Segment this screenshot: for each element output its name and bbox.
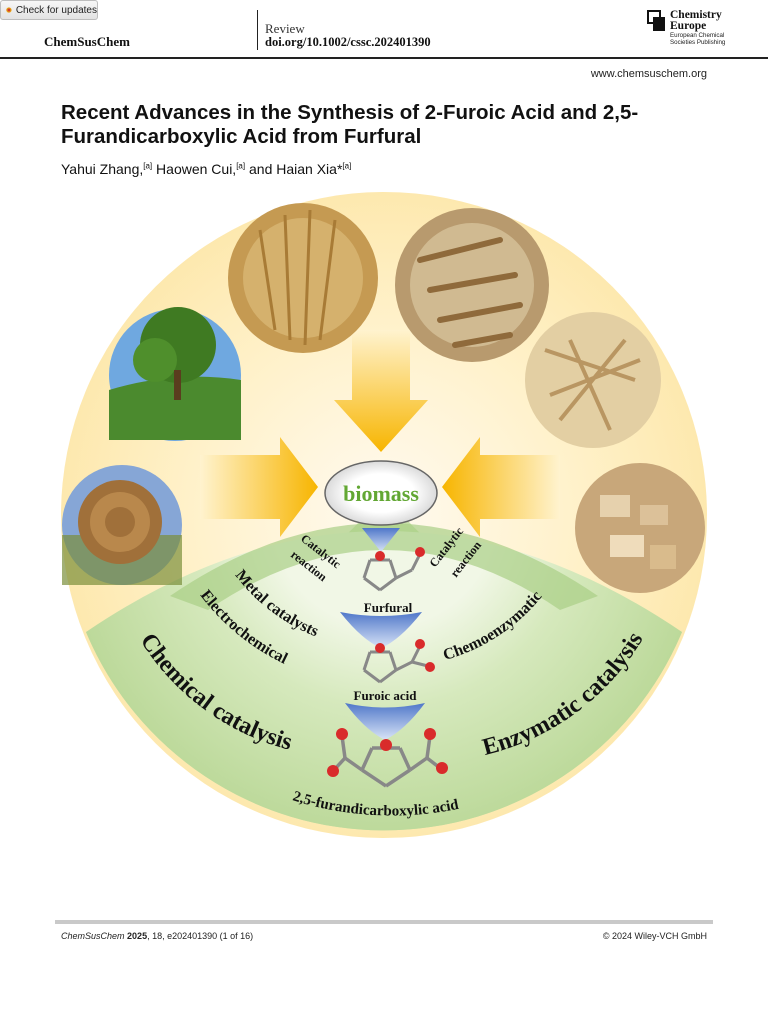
middle-band xyxy=(170,523,598,610)
publisher-name-line: Europe xyxy=(670,20,707,32)
oxygen-atom-icon xyxy=(424,728,436,740)
biomass-label: biomass xyxy=(343,481,419,506)
citation-journal: ChemSusChem xyxy=(61,931,125,941)
funnel-3-icon xyxy=(345,703,425,740)
oxygen-atom-icon xyxy=(375,551,385,561)
haybale-photo-icon xyxy=(62,465,182,585)
header-rule xyxy=(0,57,768,59)
publisher-name: Chemistry Europe xyxy=(670,9,740,32)
funnel-1-icon xyxy=(362,528,400,552)
update-badge-label: Check for updates xyxy=(15,4,97,16)
chemistry-europe-logo-icon xyxy=(647,10,665,31)
publisher-sub-line: Societies Publishing xyxy=(670,39,726,46)
author-affiliation: [a] xyxy=(342,161,352,171)
author-name: and Haian Xia* xyxy=(245,161,343,177)
publisher-subtitle: European Chemical Societies Publishing xyxy=(670,32,740,46)
oxygen-atom-icon xyxy=(425,662,435,672)
oxygen-atom-icon xyxy=(436,762,448,774)
straw-photo-icon xyxy=(525,312,661,448)
biomass-ellipse xyxy=(324,460,438,526)
doi-link[interactable]: doi.org/10.1002/cssc.202401390 xyxy=(265,35,431,49)
author-name: Haowen Cui, xyxy=(152,161,237,177)
footer-rule xyxy=(55,920,713,924)
citation-year: 2025 xyxy=(127,931,148,941)
author-affiliation: [a] xyxy=(236,161,246,171)
oxygen-atom-icon xyxy=(380,739,392,751)
arrow-right-icon xyxy=(442,437,560,537)
wheat-photo-icon xyxy=(228,203,378,353)
article-type: Review xyxy=(265,21,305,36)
citation-details: , 18, e202401390 (1 of 16) xyxy=(147,931,254,941)
oxygen-atom-icon xyxy=(415,639,425,649)
article-title: Recent Advances in the Synthesis of 2-Fu… xyxy=(61,101,639,148)
furfural-molecule-icon xyxy=(362,553,422,592)
woodchip-photo-icon xyxy=(575,463,705,593)
furfural-label: Furfural xyxy=(364,600,413,615)
arrow-down-icon xyxy=(334,330,428,452)
corncob-photo-icon xyxy=(395,208,549,362)
oxygen-atom-icon xyxy=(327,765,339,777)
funnel-2-icon xyxy=(340,612,422,648)
check-for-updates-button[interactable]: Check for updates xyxy=(0,0,98,20)
author-affiliation: [a] xyxy=(143,161,153,171)
author-list: Yahui Zhang,[a] Haowen Cui,[a] and Haian… xyxy=(61,161,351,177)
tree-photo-icon xyxy=(109,307,241,441)
publisher-name-line: Chemistry xyxy=(670,9,722,21)
update-icon xyxy=(6,7,12,13)
header-divider xyxy=(257,10,258,50)
oxygen-atom-icon xyxy=(336,728,348,740)
footer-copyright: © 2024 Wiley-VCH GmbH xyxy=(602,931,707,941)
author-name: Yahui Zhang, xyxy=(61,161,144,177)
arrow-left-icon xyxy=(200,437,318,537)
journal-name: ChemSusChem xyxy=(44,34,130,49)
publisher-sub-line: European Chemical xyxy=(670,32,725,39)
oxygen-atom-icon xyxy=(375,643,385,653)
website-link[interactable]: www.chemsuschem.org xyxy=(590,68,707,80)
oxygen-atom-icon xyxy=(415,547,425,557)
footer-citation: ChemSusChem 2025, 18, e202401390 (1 of 1… xyxy=(61,931,253,941)
furoic-acid-label: Furoic acid xyxy=(354,688,418,703)
